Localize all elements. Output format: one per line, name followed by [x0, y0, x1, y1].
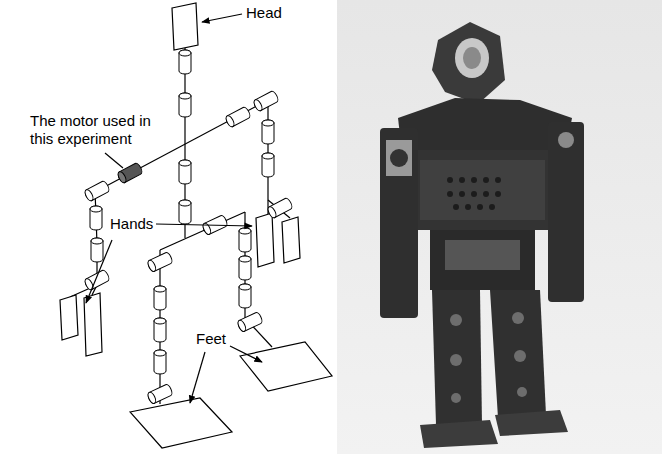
part-label: Feet: [196, 330, 226, 348]
leader-lines: [86, 14, 262, 403]
label-anchor: Feet: [196, 330, 226, 348]
robot-photo: [337, 0, 662, 454]
head-plate: [172, 3, 198, 50]
label-anchor: The motor used in this experiment: [30, 112, 158, 148]
hand-plates: [60, 213, 300, 356]
label-anchor: Head: [246, 4, 282, 22]
part-label: Head: [246, 4, 282, 22]
label-anchor: Hands: [110, 215, 153, 233]
foot-plates: [130, 342, 332, 448]
part-label: Hands: [110, 215, 153, 233]
link-lines: [70, 48, 290, 404]
part-label: The motor used in this experiment: [30, 112, 158, 148]
motor-symbols: [84, 50, 294, 405]
